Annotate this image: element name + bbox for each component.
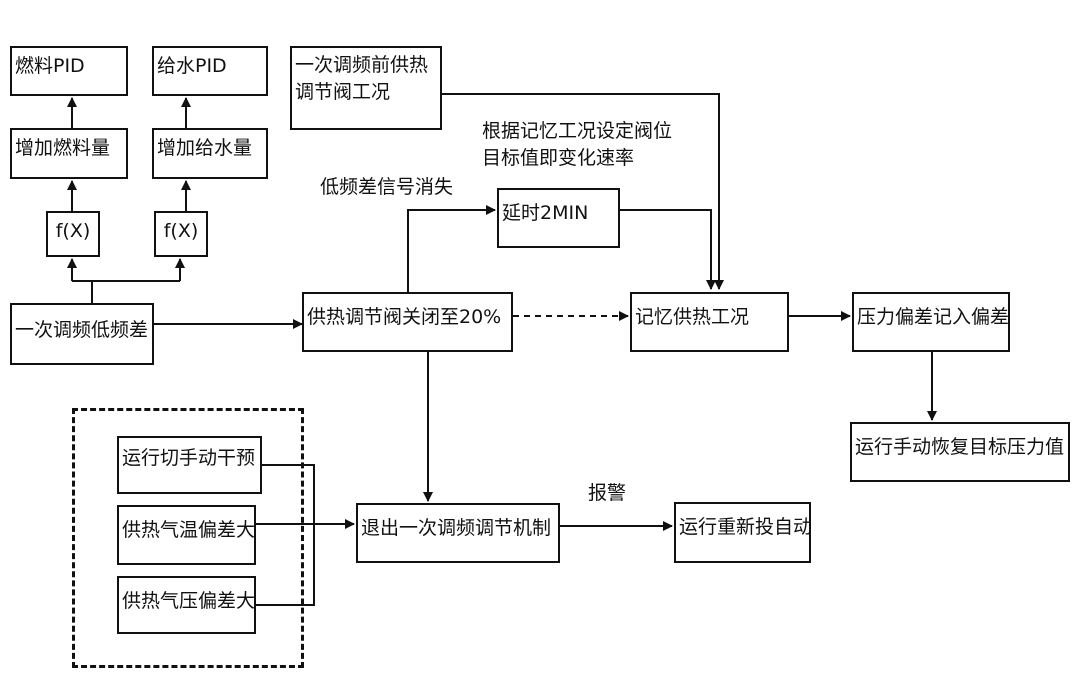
arrow-valve-to-delay	[407, 205, 496, 292]
add-fuel-box: 增加燃料量	[10, 128, 128, 179]
arrow-preheat-to-remember	[442, 93, 724, 290]
fx-fuel-box: f(X)	[46, 211, 100, 257]
valve-close-box: 供热调节阀关闭至20%	[302, 292, 513, 352]
pressure-deviation-box: 供热气压偏差大	[117, 576, 256, 634]
add-water-box: 增加给水量	[152, 128, 268, 179]
line-manual-to-bus	[256, 464, 315, 606]
set-target-label: 根据记忆工况设定阀位目标值即变化速率	[482, 120, 673, 169]
temp-deviation-box: 供热气温偏差大	[117, 505, 256, 565]
water-pid-box: 给水PID	[152, 46, 268, 96]
fx-water-box: f(X)	[154, 211, 208, 257]
intervention-group-frame	[72, 408, 304, 668]
low-freq-diff-box: 一次调频低频差	[10, 303, 154, 365]
fuel-pid-box: 燃料PID	[10, 46, 128, 96]
remember-box: 记忆供热工况	[630, 292, 789, 352]
pressure-bias-box: 压力偏差记入偏差	[852, 292, 1010, 352]
auto-restart-box: 运行重新投自动	[674, 502, 811, 563]
manual-intervene-box: 运行切手动干预	[117, 436, 262, 494]
signal-gone-label: 低频差信号消失	[320, 176, 454, 198]
pre-heat-valve-box: 一次调频前供热调节阀工况	[290, 46, 442, 130]
exit-mechanism-box: 退出一次调频调节机制	[356, 503, 560, 563]
delay-box: 延时2MIN	[497, 188, 620, 248]
restore-pressure-box: 运行手动恢复目标压力值	[850, 422, 1070, 482]
alarm-label: 报警	[588, 482, 627, 504]
arrow-delay-to-remember	[620, 209, 716, 290]
